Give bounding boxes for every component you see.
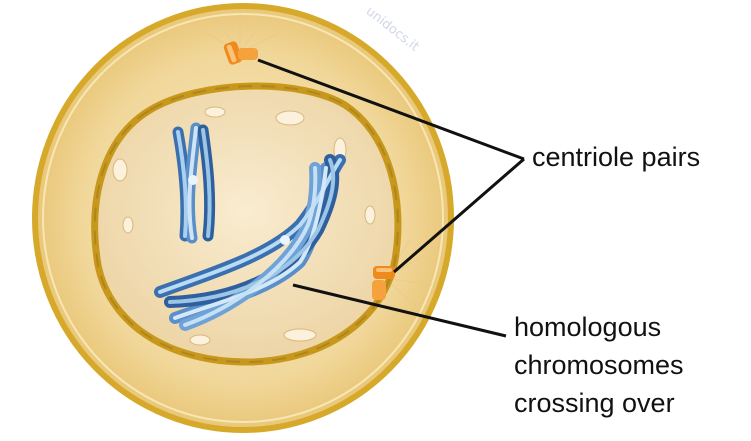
label-chromosomes-line1: homologous (514, 312, 661, 342)
chromosome-pair-upper (178, 128, 210, 238)
nuclear-envelope (95, 86, 398, 362)
label-chromosomes-line2: chromosomes (514, 350, 684, 380)
label-chromosomes-line3: crossing over (514, 388, 675, 418)
label-centriole-pairs: centriole pairs (532, 142, 700, 172)
